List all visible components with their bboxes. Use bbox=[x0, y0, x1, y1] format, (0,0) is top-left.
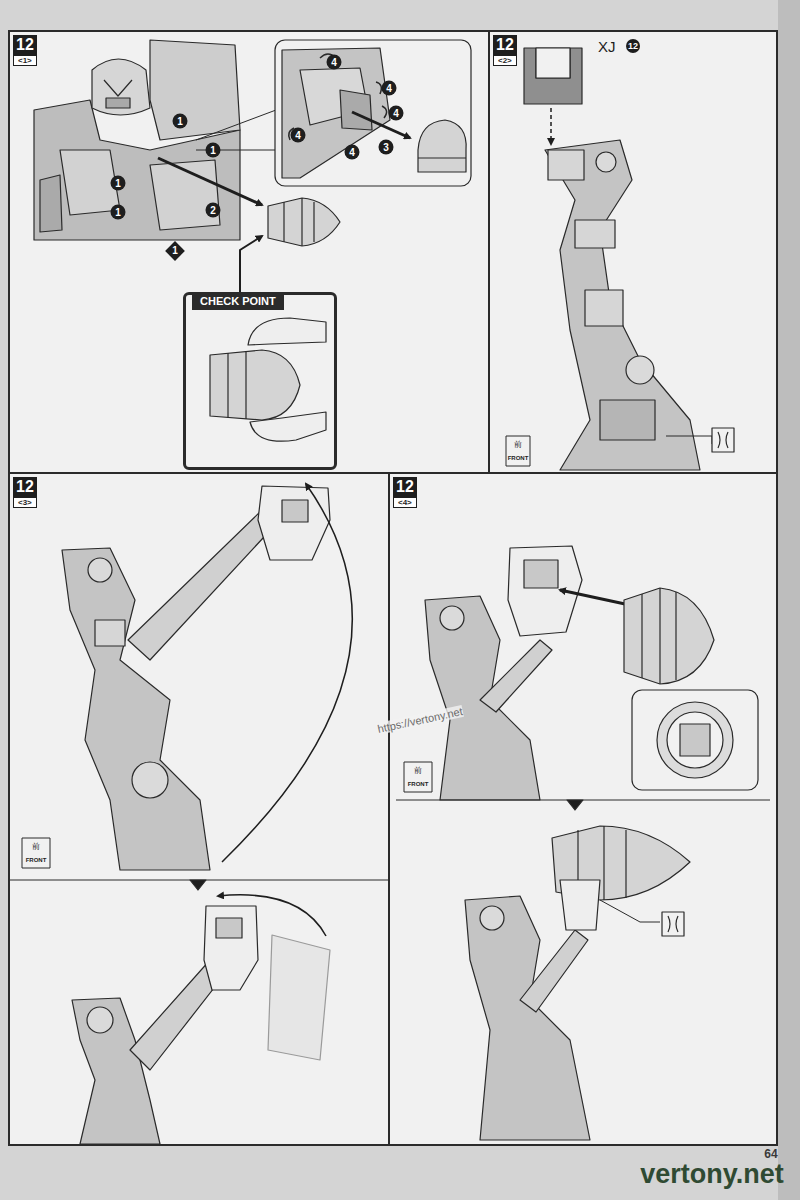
callout-number: 4 bbox=[327, 55, 342, 70]
front-icon-text: FRONT bbox=[408, 781, 429, 788]
part-code: XJ bbox=[598, 38, 616, 55]
callout-number: 1 bbox=[165, 241, 185, 261]
step-panel: 12<2> bbox=[488, 30, 778, 474]
front-icon-text: 前 bbox=[414, 766, 422, 775]
page-number: 64 bbox=[764, 1147, 777, 1161]
step-badge: 12<4> bbox=[393, 477, 417, 508]
callout-number: 4 bbox=[291, 128, 306, 143]
step-panel: 12<1>CHECK POINT bbox=[8, 30, 490, 474]
callout-number: 4 bbox=[389, 106, 404, 121]
sub-step-number: <3> bbox=[13, 497, 37, 508]
sub-step-number: <1> bbox=[13, 55, 37, 66]
callout-number: 2 bbox=[206, 203, 221, 218]
callout-number: 1 bbox=[111, 176, 126, 191]
callout-number: 4 bbox=[382, 81, 397, 96]
check-point-title: CHECK POINT bbox=[192, 292, 284, 310]
front-icon-text: FRONT bbox=[508, 455, 529, 462]
step-number: 12 bbox=[393, 477, 417, 497]
watermark: vertony.net bbox=[640, 1159, 784, 1190]
front-icon-text: FRONT bbox=[26, 857, 47, 864]
step-badge: 12<2> bbox=[493, 35, 517, 66]
step-panel: 12<3> bbox=[8, 472, 390, 1146]
callout-number: 1 bbox=[173, 114, 188, 129]
front-icon-text: 前 bbox=[32, 842, 40, 851]
step-number: 12 bbox=[13, 477, 37, 497]
step-badge: 12<1> bbox=[13, 35, 37, 66]
sub-step-number: <4> bbox=[393, 497, 417, 508]
runner-number: 12 bbox=[626, 39, 640, 53]
step-badge: 12<3> bbox=[13, 477, 37, 508]
step-number: 12 bbox=[13, 35, 37, 55]
check-point-box: CHECK POINT bbox=[183, 292, 337, 470]
sub-step-number: <2> bbox=[493, 55, 517, 66]
callout-number: 3 bbox=[379, 140, 394, 155]
callout-number: 1 bbox=[111, 205, 126, 220]
callout-number: 1 bbox=[206, 143, 221, 158]
front-icon-text: 前 bbox=[514, 440, 522, 449]
step-panel: 12<4> bbox=[388, 472, 778, 1146]
step-number: 12 bbox=[493, 35, 517, 55]
callout-number: 4 bbox=[345, 145, 360, 160]
